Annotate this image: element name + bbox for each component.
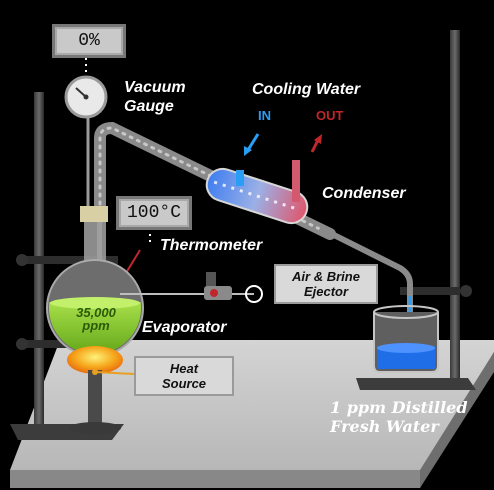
vacuum-display-value: 0% [78, 31, 100, 51]
burner-base [69, 422, 121, 434]
heat-source-label-line2: Source [161, 376, 207, 391]
ejector-pointer [245, 285, 263, 303]
burner-stem [88, 370, 102, 426]
vacuum-display: 0% [52, 24, 126, 58]
ejector-valve-handle [206, 272, 216, 286]
water-in-label: IN [258, 108, 271, 123]
table-side [420, 352, 494, 488]
right-stand-pole [450, 30, 460, 380]
temperature-display-value: 100°C [126, 203, 181, 223]
heat-pointer [94, 371, 135, 375]
vapor-pipe-highlight [98, 126, 332, 236]
condensate-pipe [318, 225, 413, 314]
concentration-label: 35,000 ppm [76, 305, 116, 333]
water-out-arrow [310, 139, 320, 153]
flask-neck [84, 222, 106, 266]
thermometer-label: Thermometer [160, 237, 263, 254]
clamp-knob-lower [16, 338, 28, 350]
clamp-right [400, 287, 460, 295]
vacuum-gauge-label: Vacuum Gauge [124, 79, 186, 115]
clamp-knob-upper [16, 254, 28, 266]
ejector-label-line1: Air & Brine [292, 269, 360, 284]
fresh-water-label: 1 ppm Distilled Fresh Water [330, 398, 468, 436]
water-out-label: OUT [316, 108, 344, 123]
heat-source-label-box: Heat Source [134, 356, 234, 396]
table-top [10, 340, 494, 488]
right-stand-base [356, 378, 476, 390]
heat-flame [67, 346, 123, 374]
cooling-water-label: Cooling Water [252, 81, 361, 98]
heat-source-label-line1: Heat [169, 361, 199, 376]
table-edge [10, 470, 420, 488]
condenser-label: Condenser [322, 185, 406, 202]
ejector-label-box: Air & Brine Ejector [274, 264, 378, 304]
water-in-arrow [246, 133, 260, 151]
clamp-upper [18, 256, 118, 264]
ejector-label-line2: Ejector [303, 284, 349, 299]
evaporator-label: Evaporator [142, 319, 227, 336]
clamp-knob-right [460, 285, 472, 297]
temperature-display: 100°C [116, 196, 192, 230]
flask-stopper [80, 206, 108, 222]
